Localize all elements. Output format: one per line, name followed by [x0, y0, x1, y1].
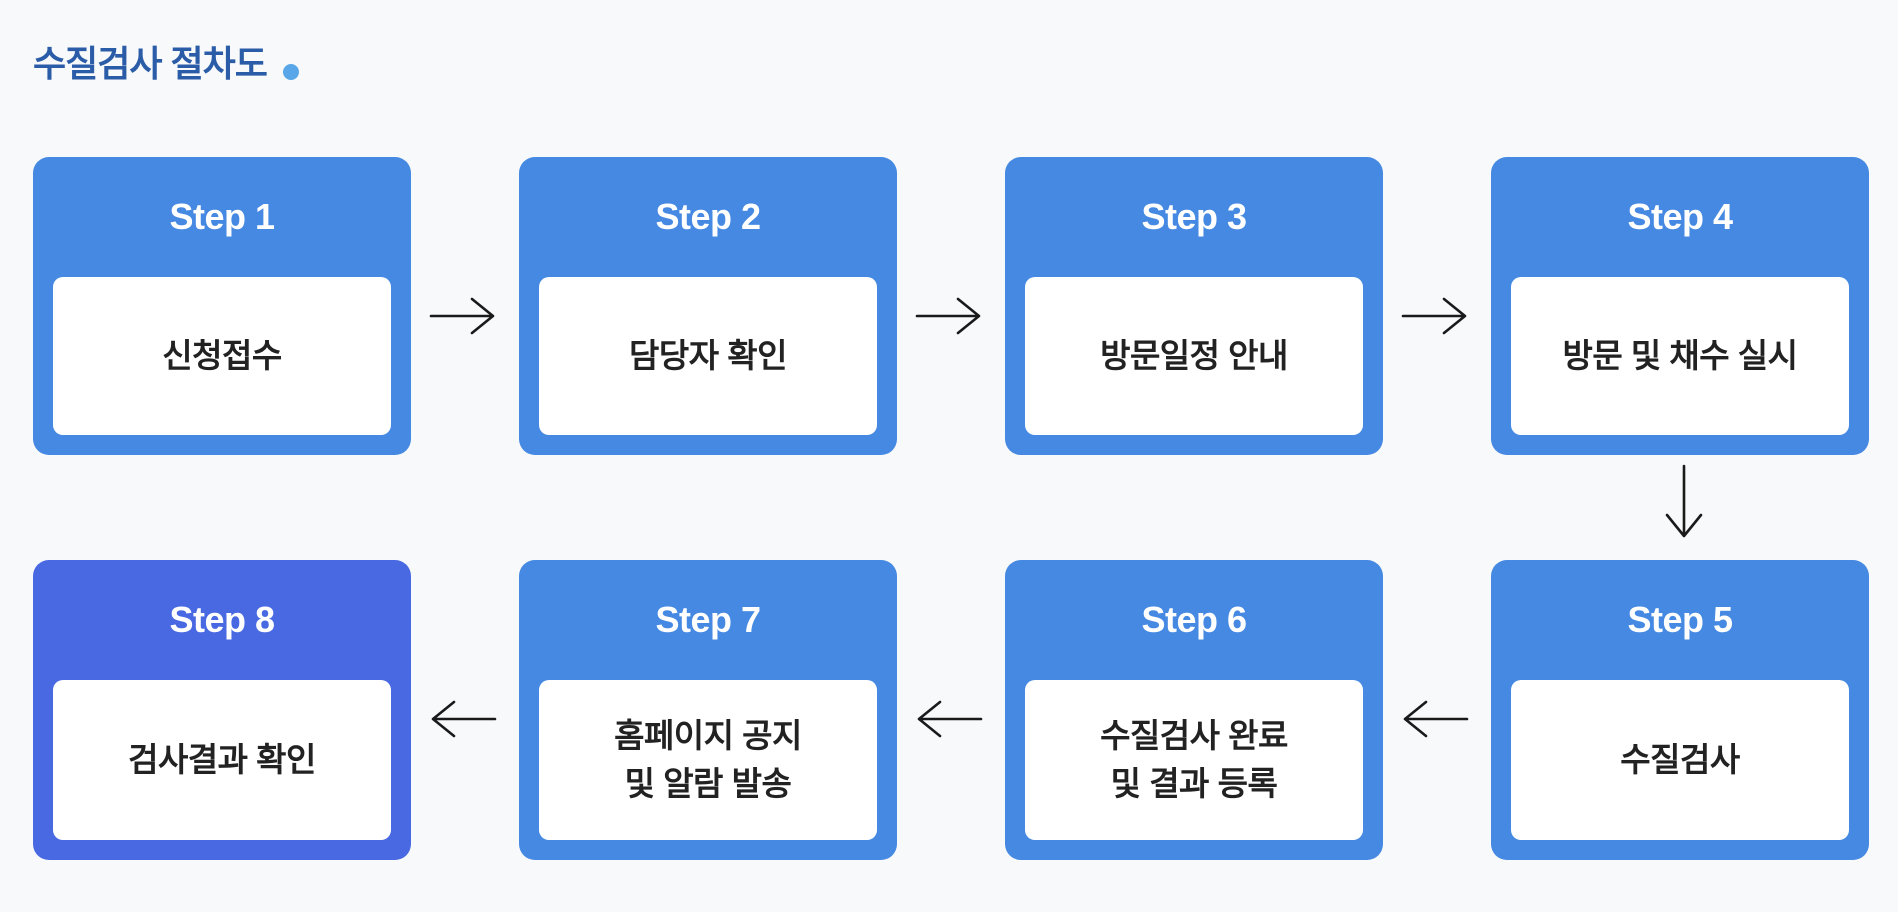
- step-card-5-label: 수질검사: [1511, 680, 1849, 840]
- step-card-8-label: 검사결과 확인: [53, 680, 391, 840]
- page-title-text: 수질검사 절차도: [33, 43, 268, 84]
- arrow-down-icon: [1665, 464, 1703, 538]
- step-card-5-title: Step 5: [1627, 599, 1733, 640]
- arrow-left-icon: [431, 700, 497, 738]
- title-dot-icon: [282, 63, 299, 80]
- arrow-right-icon: [915, 297, 981, 335]
- step-card-1: Step 1 신청접수: [33, 157, 411, 455]
- arrow-left-icon: [917, 700, 983, 738]
- step-card-3: Step 3 방문일정 안내: [1005, 157, 1383, 455]
- step-card-1-label: 신청접수: [53, 277, 391, 435]
- arrow-left-icon: [1403, 700, 1469, 738]
- step-card-6: Step 6 수질검사 완료 및 결과 등록: [1005, 560, 1383, 860]
- step-card-4-label: 방문 및 채수 실시: [1511, 277, 1849, 435]
- step-card-7-title: Step 7: [655, 599, 761, 640]
- step-card-7: Step 7 홈페이지 공지 및 알람 발송: [519, 560, 897, 860]
- step-card-4: Step 4 방문 및 채수 실시: [1491, 157, 1869, 455]
- step-card-8: Step 8 검사결과 확인: [33, 560, 411, 860]
- page-title: 수질검사 절차도: [33, 44, 299, 84]
- step-card-8-title: Step 8: [169, 599, 275, 640]
- step-card-2-label: 담당자 확인: [539, 277, 877, 435]
- step-card-7-label: 홈페이지 공지 및 알람 발송: [539, 680, 877, 840]
- step-card-2-title: Step 2: [655, 196, 761, 237]
- arrow-right-icon: [429, 297, 495, 335]
- step-card-6-title: Step 6: [1141, 599, 1247, 640]
- step-card-3-label: 방문일정 안내: [1025, 277, 1363, 435]
- step-card-3-title: Step 3: [1141, 196, 1247, 237]
- arrow-right-icon: [1401, 297, 1467, 335]
- step-card-5: Step 5 수질검사: [1491, 560, 1869, 860]
- step-card-4-title: Step 4: [1627, 196, 1733, 237]
- step-card-2: Step 2 담당자 확인: [519, 157, 897, 455]
- step-card-6-label: 수질검사 완료 및 결과 등록: [1025, 680, 1363, 840]
- step-card-1-title: Step 1: [169, 196, 275, 237]
